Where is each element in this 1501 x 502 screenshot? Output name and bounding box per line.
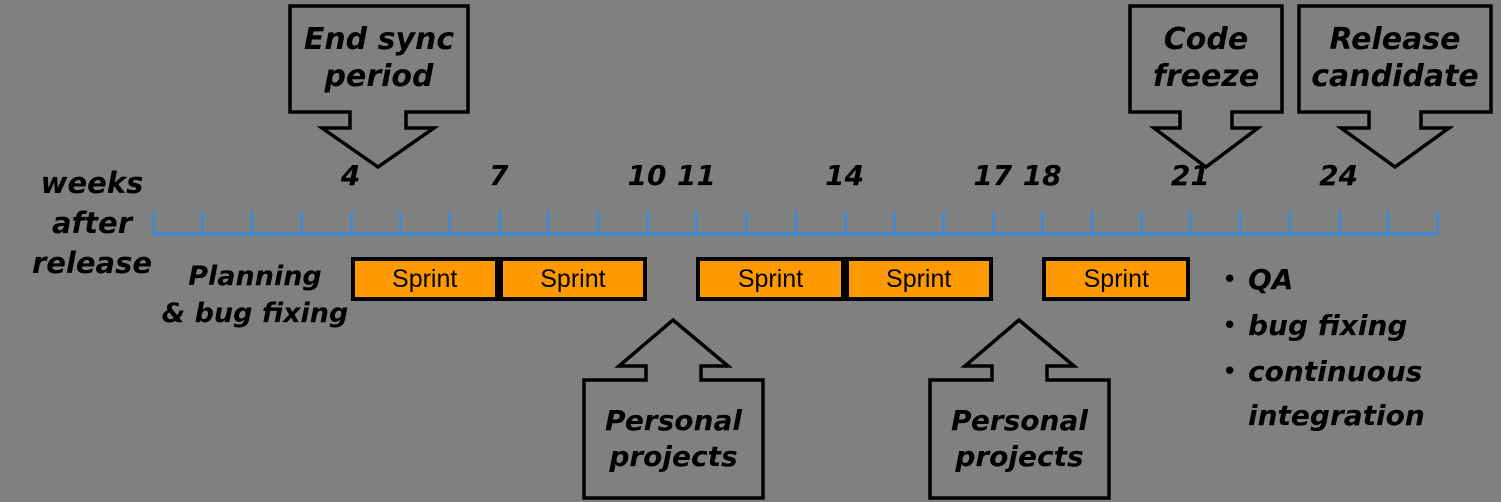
timeline-tick xyxy=(1189,211,1193,234)
callout-personal-projects-1-text: Personal projects xyxy=(584,380,763,498)
timeline-tick xyxy=(1140,211,1143,234)
callout-line-2: candidate xyxy=(1311,59,1479,94)
timeline-tick xyxy=(646,211,649,234)
axis-caption-line-3: release xyxy=(31,246,153,280)
callout-line-1: End sync xyxy=(303,22,455,57)
sprint-box-1[interactable]: Sprint xyxy=(350,257,499,301)
timeline-tick xyxy=(596,211,600,234)
callout-up-arrow-shape xyxy=(928,317,1111,500)
timeline-tick xyxy=(942,211,946,234)
callout-up-arrow-shape xyxy=(582,317,765,500)
callout-line-2: period xyxy=(324,59,434,94)
timeline-tick xyxy=(399,211,402,234)
week-label-17: 17 xyxy=(973,159,1013,192)
callout-release-candidate[interactable]: Release candidate xyxy=(1297,4,1493,170)
timeline-tick xyxy=(448,211,452,234)
callout-line-1: Code xyxy=(1163,22,1249,57)
week-label-24: 24 xyxy=(1319,159,1359,192)
callout-line-2: projects xyxy=(609,440,738,473)
planning-label: Planning & bug fixing xyxy=(160,258,350,332)
timeline-tick xyxy=(349,211,353,234)
sprint-box-3[interactable]: Sprint xyxy=(696,257,845,301)
week-label-11: 11 xyxy=(676,159,716,192)
callout-personal-projects-2[interactable]: Personal projects xyxy=(928,317,1111,500)
timeline-tick xyxy=(1387,211,1390,234)
axis-caption-line-2: after xyxy=(51,206,133,240)
callout-end-sync-period[interactable]: End sync period xyxy=(288,4,470,170)
list-item: • continuous integration xyxy=(1222,350,1497,438)
timeline-tick xyxy=(152,211,155,234)
bullet-label: continuous integration xyxy=(1248,355,1425,432)
callout-line-1: Release xyxy=(1329,22,1461,57)
timeline-tick xyxy=(794,211,798,234)
timeline-tick xyxy=(991,211,995,234)
callout-personal-projects-2-text: Personal projects xyxy=(930,380,1109,498)
timeline-tick xyxy=(1337,211,1341,234)
timeline-tick xyxy=(695,211,699,234)
timeline-tick xyxy=(1436,211,1440,234)
timeline-tick xyxy=(250,211,254,234)
bullet-label: bug fixing xyxy=(1248,309,1408,342)
timeline-tick xyxy=(843,211,847,234)
callout-down-arrow-shape xyxy=(1297,4,1493,170)
list-item: • QA xyxy=(1222,258,1497,302)
week-label-4: 4 xyxy=(340,159,361,192)
callout-down-arrow-shape xyxy=(1128,4,1284,170)
week-label-18: 18 xyxy=(1022,159,1062,192)
callout-line-2: projects xyxy=(955,440,1084,473)
timeline-tick xyxy=(1288,211,1292,234)
week-label-14: 14 xyxy=(825,159,865,192)
bullet-dot-icon: • xyxy=(1222,357,1238,387)
planning-label-line-2: & bug fixing xyxy=(161,298,349,329)
timeline-tick xyxy=(744,211,748,234)
week-label-7: 7 xyxy=(489,159,509,192)
planning-label-line-1: Planning xyxy=(188,261,322,292)
axis-caption: weeks after release xyxy=(22,163,162,283)
callout-line-1: Personal xyxy=(951,404,1088,437)
sprint-box-2[interactable]: Sprint xyxy=(498,257,647,301)
bullet-dot-icon: • xyxy=(1222,311,1238,341)
callout-code-freeze-text: Code freeze xyxy=(1128,4,1284,112)
timeline-tick xyxy=(300,211,304,234)
callout-personal-projects-1[interactable]: Personal projects xyxy=(582,317,765,500)
timeline-tick xyxy=(547,211,551,234)
timeline-tick xyxy=(497,211,501,234)
callout-line-2: freeze xyxy=(1152,59,1260,94)
timeline-tick xyxy=(1238,211,1242,234)
timeline-tick xyxy=(1090,211,1094,234)
axis-caption-line-1: weeks xyxy=(40,166,144,200)
callout-line-1: Personal xyxy=(605,404,742,437)
bullet-dot-icon: • xyxy=(1222,265,1238,295)
sprint-box-4[interactable]: Sprint xyxy=(844,257,993,301)
activities-bullet-list: • QA • bug fixing • continuous integrati… xyxy=(1222,258,1497,440)
sprint-box-5[interactable]: Sprint xyxy=(1042,257,1191,301)
timeline-axis-line xyxy=(152,232,1438,236)
timeline-tick xyxy=(201,211,205,234)
callout-release-candidate-text: Release candidate xyxy=(1297,4,1493,112)
callout-end-sync-period-text: End sync period xyxy=(288,4,470,112)
callout-down-arrow-shape xyxy=(288,4,470,170)
timeline-tick xyxy=(893,211,896,234)
week-label-10: 10 xyxy=(627,159,667,192)
bullet-label: QA xyxy=(1248,263,1294,296)
list-item: • bug fixing xyxy=(1222,304,1497,348)
timeline-tick xyxy=(1041,211,1045,234)
callout-code-freeze[interactable]: Code freeze xyxy=(1128,4,1284,170)
